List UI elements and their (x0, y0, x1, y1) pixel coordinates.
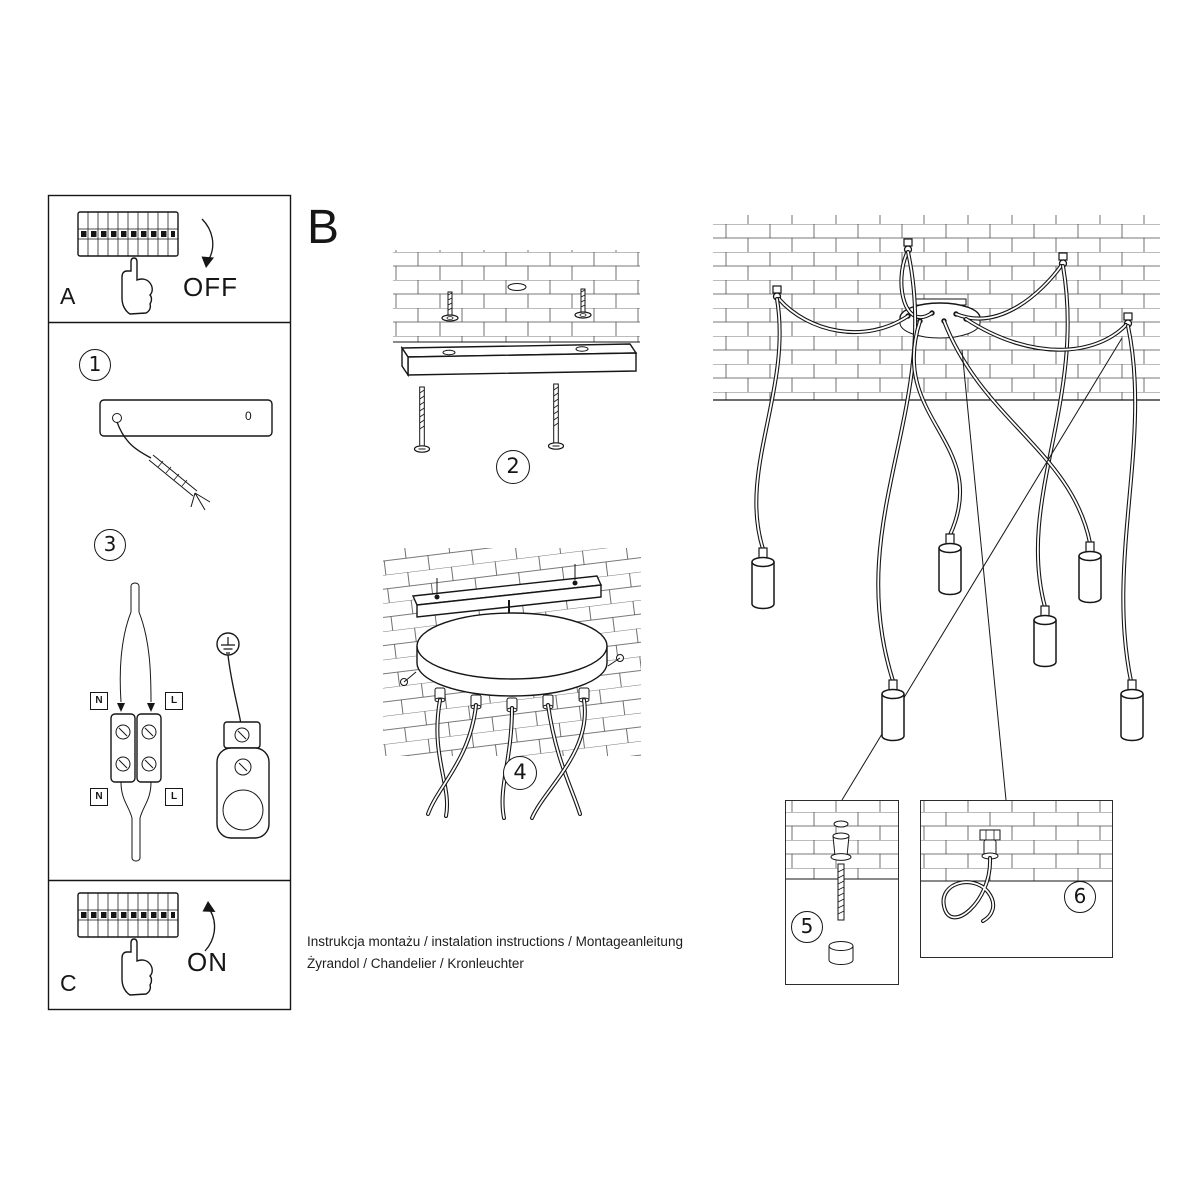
hand-icon (121, 938, 153, 996)
wiring-label-n-bottom: N (90, 788, 108, 806)
panel-c-on-label: ON (187, 947, 228, 977)
step-3-illustration (110, 582, 270, 862)
caption-line-2: Żyrandol / Chandelier / Kronleuchter (307, 956, 524, 971)
panel-c-illustration (78, 893, 216, 996)
wiring-label-l-bottom: L (165, 788, 183, 806)
main-chandelier-illustration (713, 215, 1160, 801)
pendant-socket-icon (1033, 605, 1057, 668)
step-4-number: 4 (503, 756, 537, 790)
pendant-socket-icon (1078, 541, 1102, 604)
step-2-illustration (393, 250, 640, 453)
step-2-number: 2 (496, 450, 530, 484)
panel-c-label: C (60, 970, 77, 996)
step-5-illustration (785, 800, 899, 985)
pendant-socket-icon (938, 533, 962, 596)
panel-a-off-label: OFF (183, 272, 238, 302)
pendant-socket-icon (751, 547, 775, 610)
bracket-zero-mark: 0 (245, 409, 252, 423)
screw-icon (547, 383, 565, 450)
section-b-label: B (307, 201, 340, 254)
step-6-number: 6 (1064, 881, 1096, 913)
pendant-socket-icon (1120, 679, 1144, 742)
screw-icon (413, 386, 431, 453)
panel-a-illustration (78, 212, 214, 315)
step-5-number: 5 (791, 911, 823, 943)
step-3-number: 3 (94, 529, 126, 561)
step-6-illustration (920, 800, 1113, 958)
arrow-up-icon (202, 901, 216, 952)
caption-line-1: Instrukcja montażu / instalation instruc… (307, 934, 683, 949)
wiring-label-n-top: N (90, 692, 108, 710)
breaker-panel-icon (78, 893, 178, 937)
step-1-number: 1 (79, 349, 111, 381)
step-1-illustration (99, 399, 273, 511)
hand-icon (121, 257, 153, 315)
step-4-illustration (383, 548, 641, 820)
panel-a-label: A (60, 283, 76, 309)
wiring-label-l-top: L (165, 692, 183, 710)
left-column-frame (47, 194, 292, 1011)
breaker-panel-icon (78, 212, 178, 256)
arrow-down-icon (201, 218, 214, 268)
pendant-socket-icon (881, 679, 905, 742)
